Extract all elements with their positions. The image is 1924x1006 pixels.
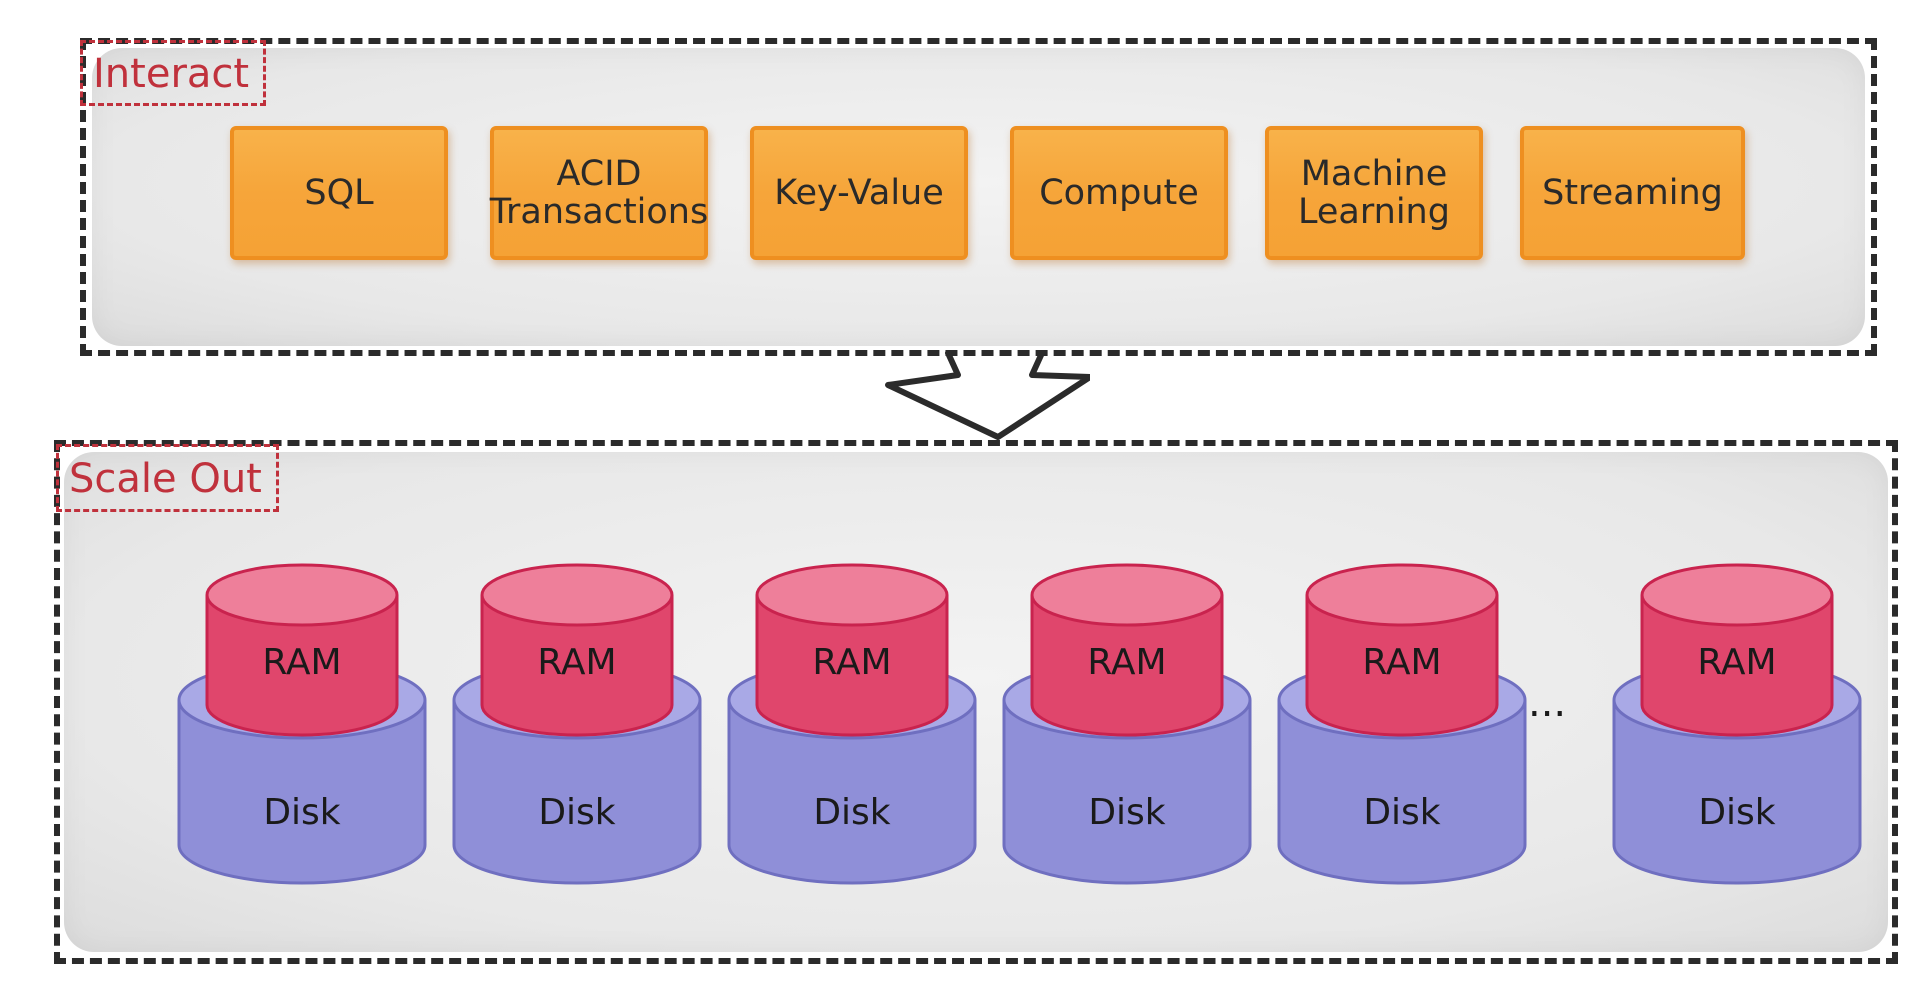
storage-node-3: RAM Disk (727, 560, 977, 900)
ram-disk-cylinders-icon (727, 563, 977, 885)
storage-node-1: RAM Disk (177, 560, 427, 900)
scale-out-section (54, 440, 1898, 964)
ram-disk-cylinders-icon (1612, 563, 1862, 885)
ram-disk-cylinders-icon (177, 563, 427, 885)
ram-label: RAM (1697, 642, 1777, 683)
ram-label: RAM (537, 642, 617, 683)
scale-out-section-label: Scale Out (56, 444, 279, 512)
capability-acid-transactions: ACID Transactions (490, 126, 708, 260)
disk-label: Disk (813, 792, 891, 833)
ram-label: RAM (1362, 642, 1442, 683)
capability-streaming: Streaming (1520, 126, 1745, 260)
more-nodes-ellipsis: ... (1528, 680, 1567, 726)
interact-section (80, 38, 1877, 356)
capability-sql: SQL (230, 126, 448, 260)
storage-node-5: RAM Disk (1277, 560, 1527, 900)
disk-label: Disk (1088, 792, 1166, 833)
interact-section-label: Interact (80, 40, 267, 106)
storage-node-2: RAM Disk (452, 560, 702, 900)
disk-label: Disk (263, 792, 341, 833)
capability-machine-learning: Machine Learning (1265, 126, 1483, 260)
capability-key-value: Key-Value (750, 126, 968, 260)
down-arrow-icon (885, 350, 1090, 440)
ram-disk-cylinders-icon (1277, 563, 1527, 885)
ram-disk-cylinders-icon (1002, 563, 1252, 885)
ram-label: RAM (262, 642, 342, 683)
storage-node-4: RAM Disk (1002, 560, 1252, 900)
disk-label: Disk (1363, 792, 1441, 833)
capability-compute: Compute (1010, 126, 1228, 260)
storage-node-6: RAM Disk (1612, 560, 1862, 900)
disk-label: Disk (1698, 792, 1776, 833)
ram-label: RAM (812, 642, 892, 683)
disk-label: Disk (538, 792, 616, 833)
ram-disk-cylinders-icon (452, 563, 702, 885)
ram-label: RAM (1087, 642, 1167, 683)
